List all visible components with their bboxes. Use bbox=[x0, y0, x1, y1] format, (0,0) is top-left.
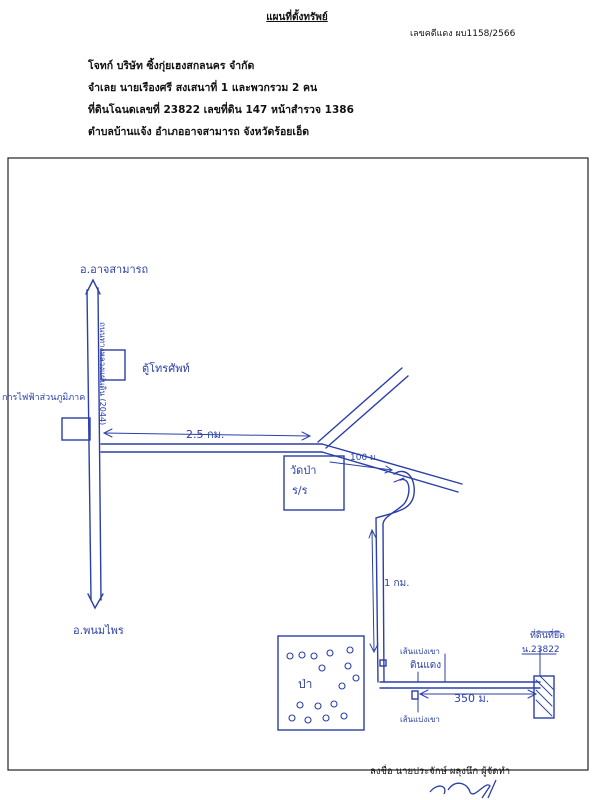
branch-road-b bbox=[382, 478, 410, 683]
road-southeast-b bbox=[321, 451, 459, 493]
document-header: แผนที่ตั้งทรัพย์ เลขคดีแดง ผบ1158/2566 โ… bbox=[0, 0, 594, 150]
highway-left-edge bbox=[86, 289, 92, 601]
property-plot bbox=[533, 675, 555, 719]
marker-bottom-label: เส้นแบ่งเขา bbox=[400, 715, 440, 724]
arrowhead-350-right-icon bbox=[527, 689, 538, 699]
arrowhead-left-icon bbox=[102, 428, 113, 438]
temple-sub-label: ร/ร bbox=[292, 484, 308, 497]
property-label: ที่ดินที่ยึด bbox=[530, 628, 565, 641]
distance-arrow-100 bbox=[329, 461, 393, 471]
marker-top-box bbox=[379, 659, 387, 667]
north-destination-label: อ.อาจสามารถ bbox=[80, 263, 148, 276]
plaintiff-line: โจทก์ บริษัท ซิ้งกุ่ยเฮงสกลนคร จำกัด bbox=[88, 60, 255, 72]
marker-top-label: เส้นแบ่งเขา bbox=[400, 647, 440, 656]
distance-350-label: 350 ม. bbox=[454, 692, 489, 705]
branch-road-a bbox=[375, 470, 415, 683]
forest-label: ป่า bbox=[298, 677, 312, 691]
distance-arrow-main bbox=[103, 432, 311, 437]
arrowhead-right-icon bbox=[301, 431, 312, 441]
marker-bottom-box bbox=[411, 690, 419, 700]
road-southeast-a bbox=[321, 443, 463, 485]
marker-top-label-2: ดินแดง bbox=[410, 660, 441, 671]
forest-area bbox=[277, 635, 365, 731]
map-frame bbox=[7, 157, 589, 771]
distance-1km-label: 1 กม. bbox=[384, 578, 409, 589]
case-number: เลขคดีแดง ผบ1158/2566 bbox=[410, 29, 516, 39]
forest-tree-icons bbox=[286, 646, 360, 724]
temple-label: วัดป่า bbox=[290, 464, 316, 477]
highway-right-edge bbox=[97, 287, 102, 601]
distance-100-label: 100 ม. bbox=[350, 453, 379, 463]
south-destination-label: อ.พนมไพร bbox=[73, 624, 124, 637]
arrowhead-1km-bottom-icon bbox=[369, 643, 379, 654]
road-northeast-b bbox=[325, 375, 409, 449]
distance-main-label: 2.5 กม. bbox=[186, 428, 224, 441]
arrowhead-350-left-icon bbox=[418, 689, 429, 699]
distance-arrow-1km bbox=[371, 529, 375, 651]
electric-office-box bbox=[61, 417, 91, 441]
defendant-line: จำเลย นายเรืองศรี สงเสนาที่ 1 และพวกรวม … bbox=[88, 82, 318, 94]
deed-line: ที่ดินโฉนดเลขที่ 23822 เลขที่ดิน 147 หน้… bbox=[88, 104, 354, 116]
turn-arrow-icon bbox=[393, 477, 405, 483]
south-arrow-icon bbox=[87, 593, 104, 610]
road-northeast-a bbox=[317, 367, 403, 443]
property-hatch bbox=[535, 675, 555, 717]
north-arrow-icon bbox=[85, 278, 101, 295]
temple-box bbox=[283, 455, 345, 511]
phone-booth-label: ตู้โทรศัพท์ bbox=[142, 361, 190, 375]
signature-line: ลงชื่อ นายประจักษ์ ผลุงนึก ผู้จัดทำ bbox=[370, 766, 511, 777]
arrowhead-100-icon bbox=[384, 465, 394, 474]
arrowhead-1km-top-icon bbox=[368, 528, 377, 539]
document-title: แผนที่ตั้งทรัพย์ bbox=[266, 12, 328, 23]
electric-office-label: การไฟฟ้าส่วนภูมิภาค bbox=[2, 392, 85, 403]
location-line: ตำบลบ้านแจ้ง อำเภออาจสามารถ จังหวัดร้อยเ… bbox=[88, 126, 310, 138]
signature-scribble bbox=[429, 779, 497, 799]
phone-booth-box bbox=[100, 349, 126, 381]
highway-label: ถนนทางหลวงแผ่นดิน (2044) bbox=[98, 322, 107, 425]
deed-short-label: น.23822 bbox=[522, 645, 560, 655]
